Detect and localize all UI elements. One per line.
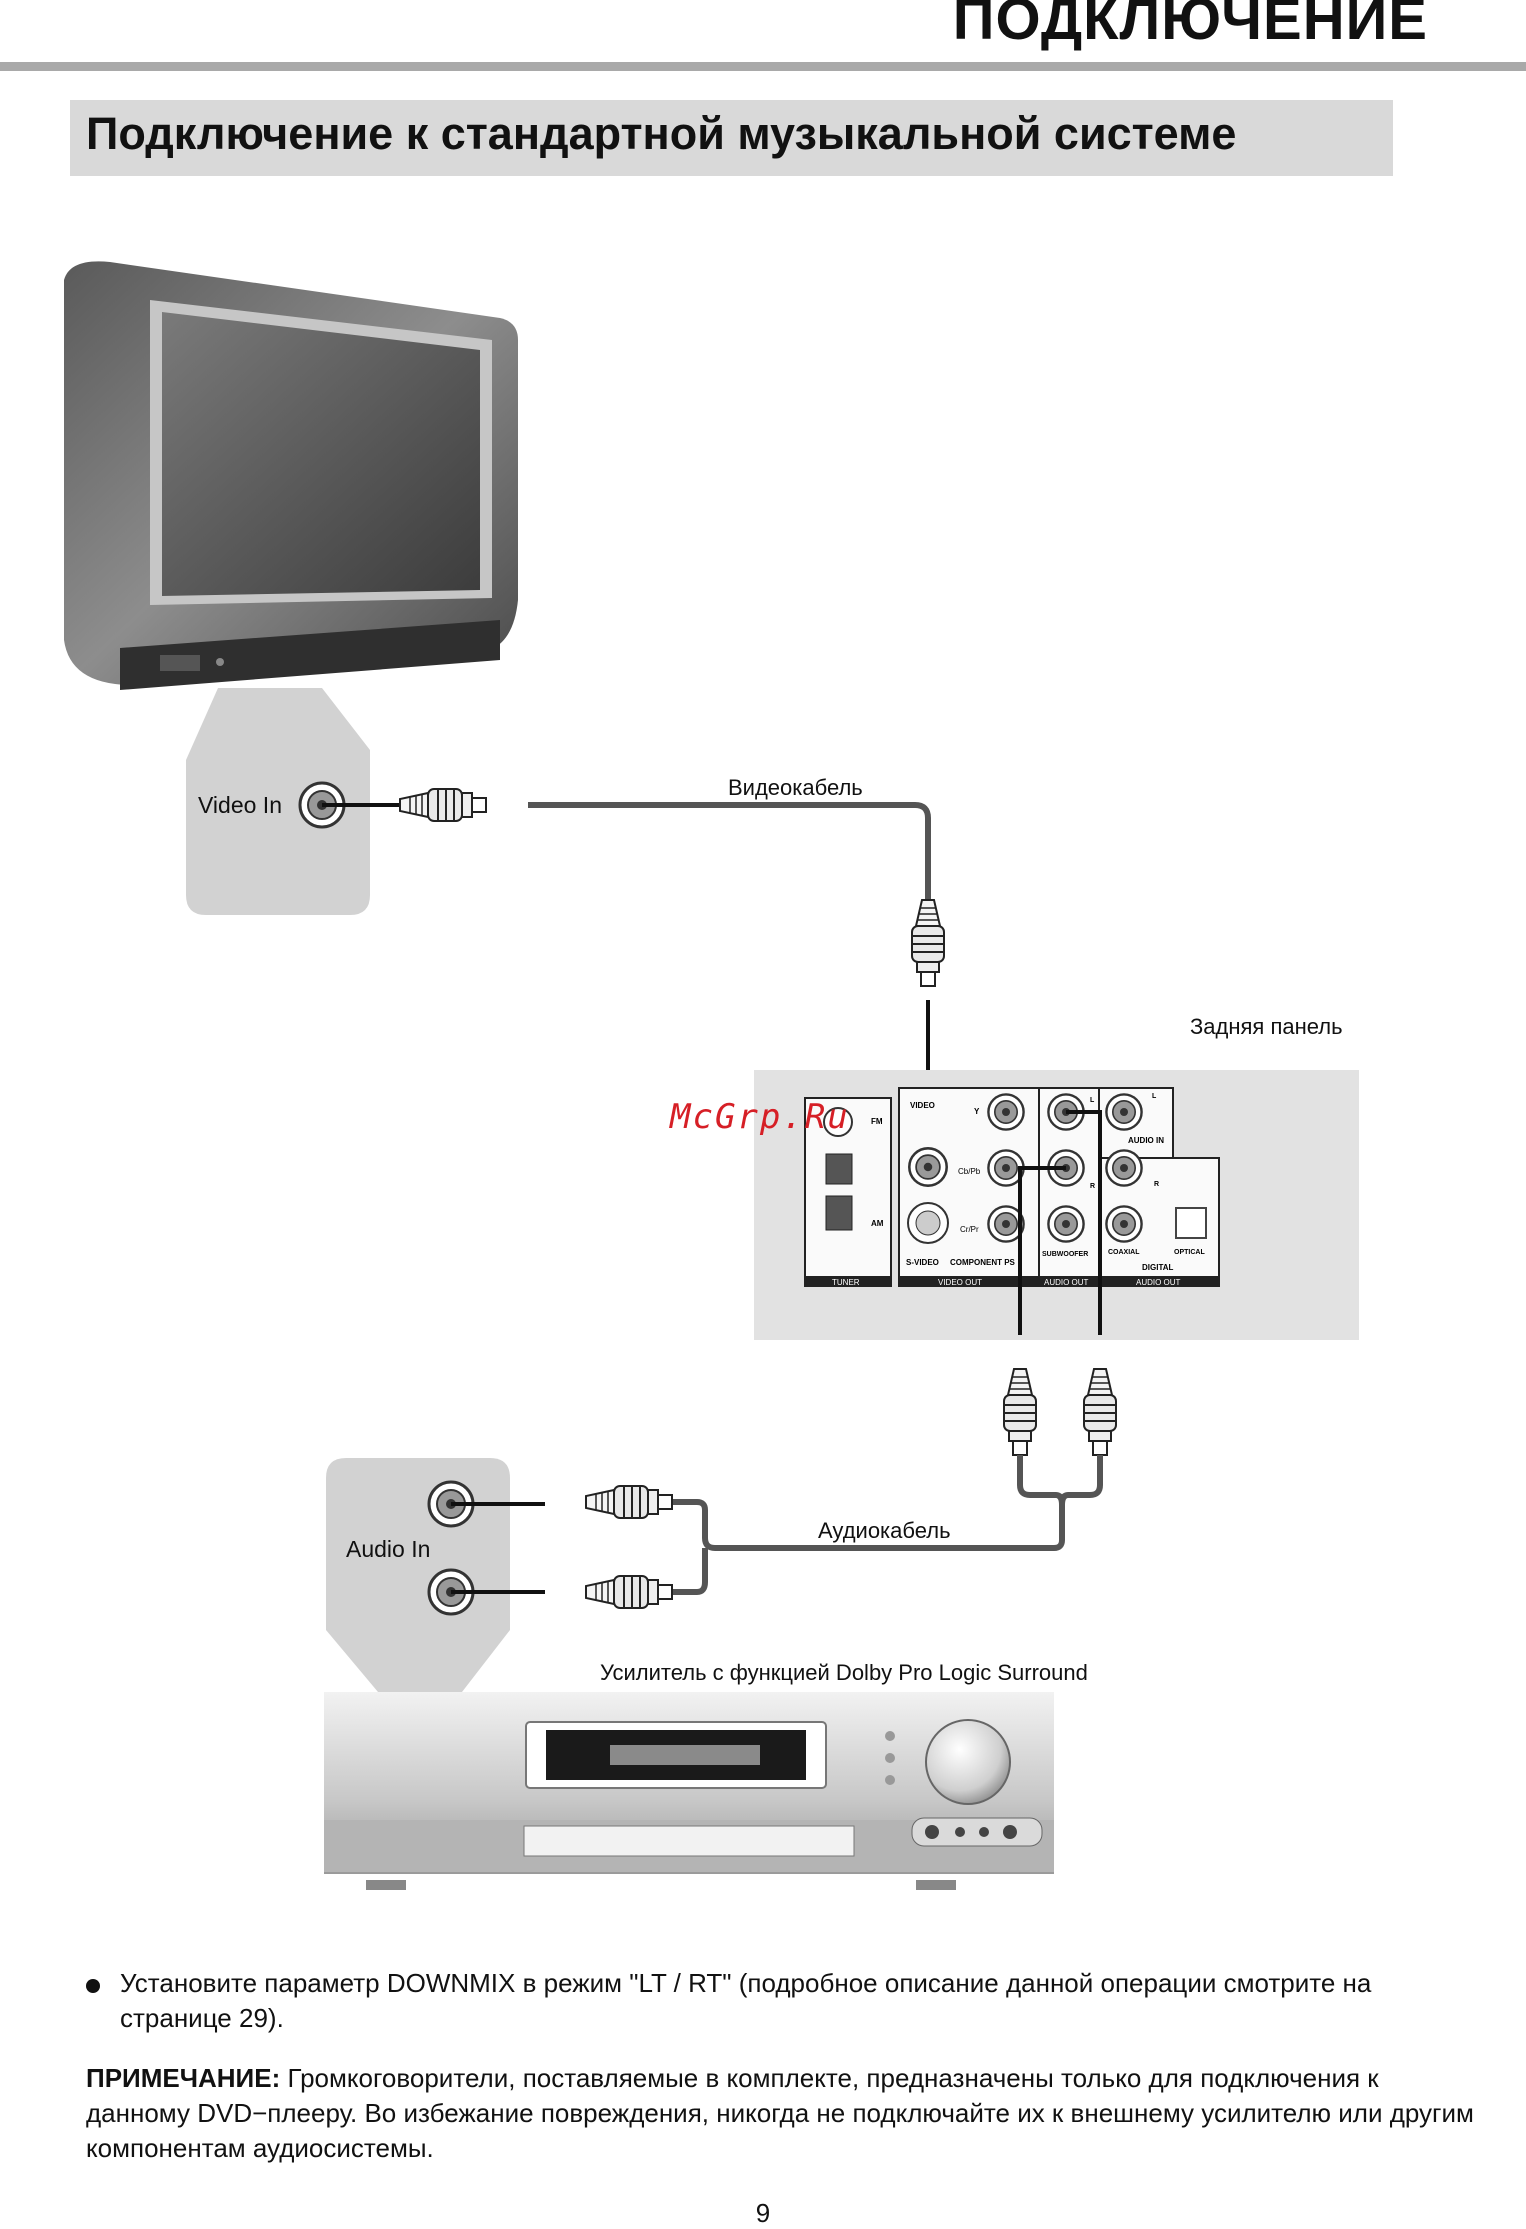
svg-text:AUDIO OUT: AUDIO OUT (1136, 1278, 1181, 1287)
note-paragraph: ПРИМЕЧАНИЕ: Громкоговорители, поставляем… (86, 2061, 1486, 2166)
svg-text:DIGITAL: DIGITAL (1142, 1263, 1174, 1272)
header-rule (0, 62, 1526, 71)
audio-cable-plug-amp-left (585, 1485, 673, 1519)
svg-text:AUDIO OUT: AUDIO OUT (1044, 1278, 1089, 1287)
svg-text:AUDIO IN: AUDIO IN (1128, 1136, 1164, 1145)
audio-cable-plug-right (1083, 1368, 1117, 1456)
note-label: ПРИМЕЧАНИЕ: (86, 2063, 281, 2093)
connection-diagram: Video In Видеокабель Задняя панель TUNER… (64, 261, 1359, 1890)
page-number: 9 (755, 2198, 771, 2228)
audio-in-label: Audio In (346, 1536, 430, 1562)
rear-panel: TUNER FM AM VIDEO OUT VIDEO S-VIDEO COMP… (754, 1070, 1359, 1340)
rear-panel-label: Задняя панель (1190, 1014, 1343, 1039)
svg-text:TUNER: TUNER (832, 1278, 860, 1287)
svg-text:COAXIAL: COAXIAL (1108, 1249, 1140, 1256)
video-cable-plug-tv (399, 788, 487, 822)
svg-text:SUBWOOFER: SUBWOOFER (1042, 1251, 1088, 1258)
svg-text:S-VIDEO: S-VIDEO (906, 1258, 939, 1267)
svg-text:VIDEO OUT: VIDEO OUT (938, 1278, 982, 1287)
svg-text:OPTICAL: OPTICAL (1174, 1249, 1205, 1256)
note-text: Громкоговорители, поставляемые в комплек… (86, 2063, 1474, 2163)
amplifier-label: Усилитель с функцией Dolby Pro Logic Sur… (600, 1660, 1088, 1685)
instruction-text: Установите параметр DOWNMIX в режим "LT … (120, 1968, 1372, 2033)
audio-cable-plug-amp-right (585, 1575, 673, 1609)
svg-text:FM: FM (871, 1117, 883, 1126)
video-in-panel (186, 688, 370, 915)
svg-text:VIDEO: VIDEO (910, 1101, 935, 1110)
section-title-bar (70, 100, 1393, 176)
svg-text:R: R (1090, 1183, 1095, 1190)
audio-cable-plug-left (1003, 1368, 1037, 1456)
video-in-label: Video In (198, 792, 282, 818)
audio-cable (672, 1455, 1103, 1595)
svg-text:Y: Y (974, 1107, 980, 1116)
svg-text:Cr/Pr: Cr/Pr (960, 1225, 979, 1234)
svg-text:L: L (1152, 1093, 1157, 1100)
audio-in-panel (326, 1458, 510, 1692)
watermark: McGrp.Ru (669, 1097, 850, 1137)
video-cable-plug-player (911, 899, 945, 987)
video-cable (528, 802, 931, 900)
bullet-dot (86, 1979, 100, 1993)
svg-text:AM: AM (871, 1219, 884, 1228)
svg-text:COMPONENT PS: COMPONENT PS (950, 1258, 1016, 1267)
page-header-title: ПОДКЛЮЧЕНИЕ (952, 0, 1428, 52)
video-cable-label: Видеокабель (728, 775, 863, 800)
svg-text:L: L (1090, 1097, 1095, 1104)
tv-illustration (64, 261, 518, 690)
audio-cable-label: Аудиокабель (818, 1518, 951, 1543)
svg-text:Cb/Pb: Cb/Pb (958, 1167, 981, 1176)
svg-text:R: R (1154, 1181, 1159, 1188)
section-title: Подключение к стандартной музыкальной си… (86, 108, 1237, 159)
amplifier-illustration (324, 1692, 1054, 1890)
